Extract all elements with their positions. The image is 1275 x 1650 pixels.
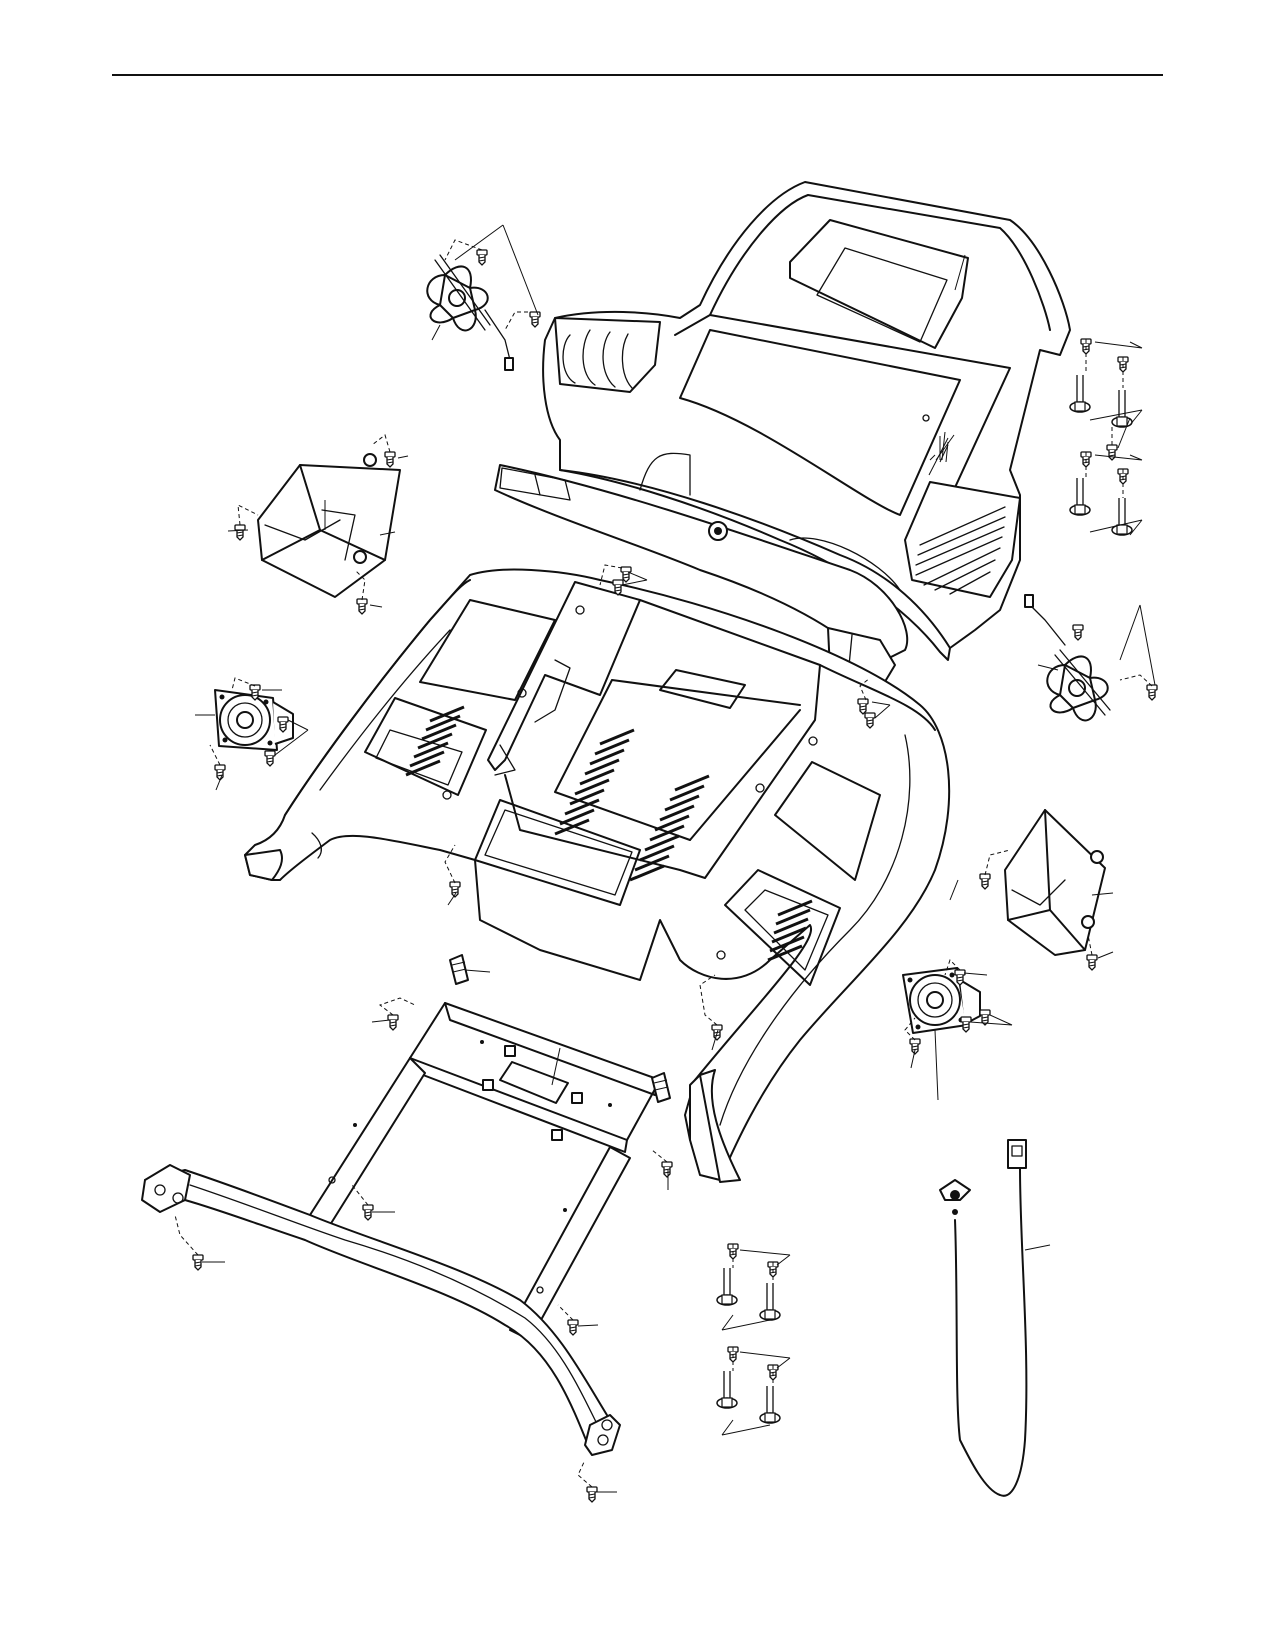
accessory-tray-icon [1004,809,1106,956]
fan-icon [426,254,514,371]
console-bracket-icon [409,1002,661,1153]
key-clip-icon [939,1139,1028,1497]
speaker-icon [902,967,981,1034]
fan-icon [1024,594,1111,722]
assembly-dashed-lines [174,239,1153,1488]
console-base-icon [244,568,951,1183]
crossbar-icon [141,1057,631,1456]
accessory-tray-icon [257,453,401,598]
leader-lines [195,224,1156,1493]
bracket-clip-icon [449,954,671,1103]
console-housing-icon [542,181,1071,661]
speaker-icon [214,689,294,751]
